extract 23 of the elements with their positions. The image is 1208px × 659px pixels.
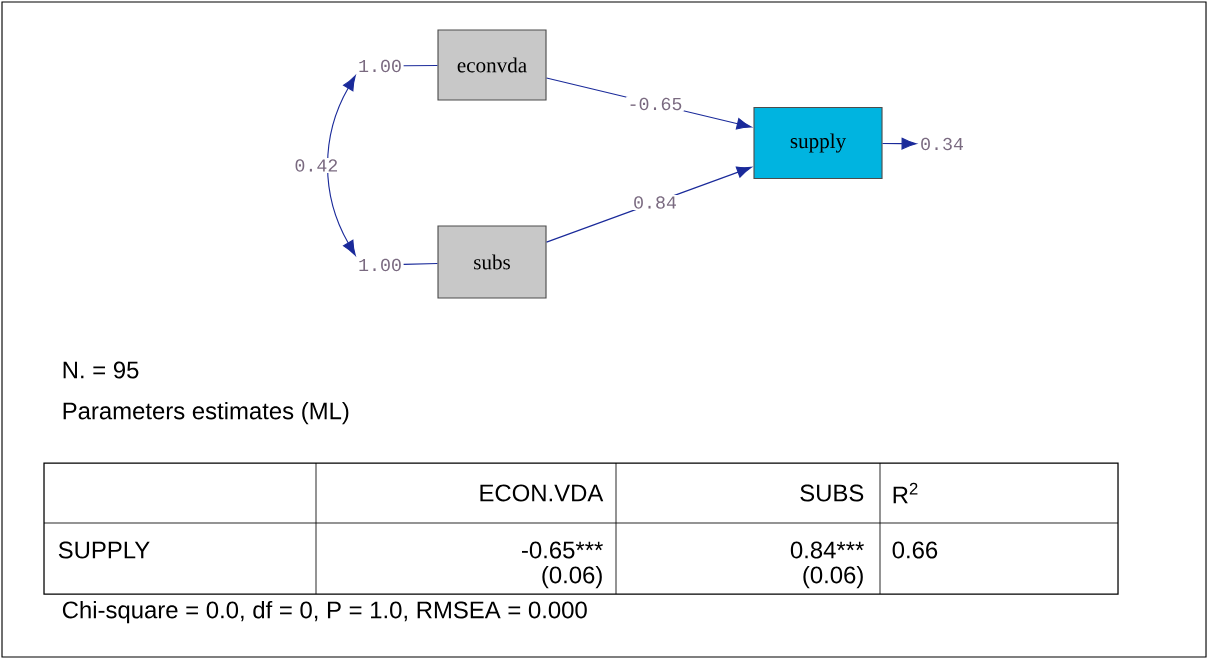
- arrow: [882, 137, 917, 150]
- edge-label: 0.84: [634, 196, 676, 209]
- table-value: 0.66: [892, 541, 938, 559]
- standard-error: (0.06): [803, 565, 863, 589]
- arrow: [327, 75, 356, 256]
- column-header: SUBS: [800, 484, 864, 502]
- column-header: ECON.VDA: [480, 484, 604, 502]
- variable-box: subs: [437, 225, 547, 299]
- coefficient-label: 1.00: [359, 59, 401, 73]
- edge-label: -0.65: [630, 97, 682, 111]
- sample-size-note: N. = 95: [63, 361, 139, 379]
- table-value: 0.84***: [790, 541, 864, 559]
- row-label: SUPPLY: [58, 541, 150, 559]
- variable-box: econvda: [437, 29, 547, 101]
- coefficient-label: 1.00: [359, 258, 401, 272]
- column-header: R$^{2}$: [893, 482, 918, 504]
- table-title: Parameters estimates (ML): [63, 401, 349, 425]
- variable-box: supply: [753, 106, 883, 180]
- table-value: -0.65***: [522, 541, 603, 559]
- coefficient-label: 0.34: [921, 137, 963, 151]
- fit-statistics-note: Chi-square = 0.0, df = 0, P = 1.0, RMSEA = 0.000: [62, 600, 587, 624]
- edge-label: 0.42: [295, 159, 338, 172]
- standard-error: (0.06): [542, 565, 602, 589]
